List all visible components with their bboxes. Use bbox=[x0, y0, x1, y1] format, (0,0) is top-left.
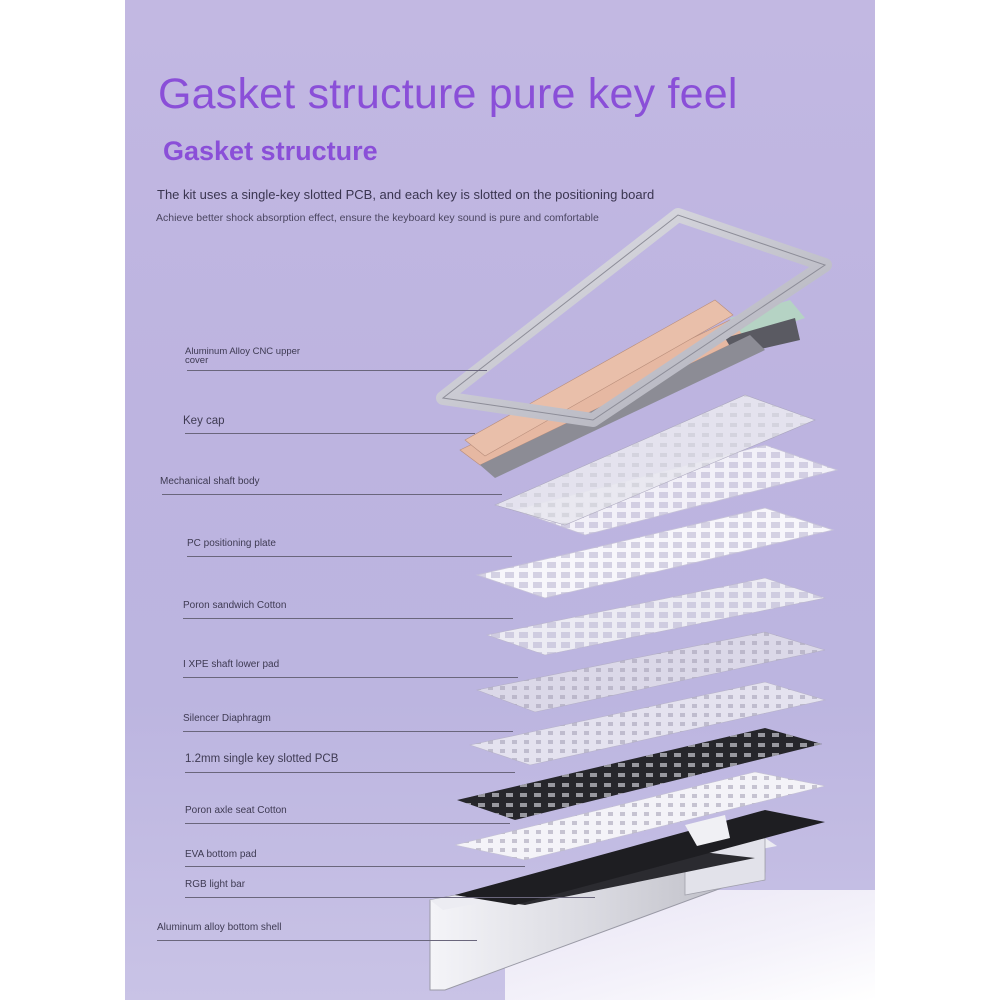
leader-line-mechanical-shaft bbox=[162, 494, 502, 495]
label-key-cap: Key cap bbox=[183, 415, 225, 427]
label-poron-axle-seat: Poron axle seat Cotton bbox=[185, 805, 287, 816]
upper-cover-frame-layer bbox=[436, 208, 832, 427]
leader-line-key-cap bbox=[185, 433, 475, 434]
label-pcb: 1.2mm single key slotted PCB bbox=[185, 753, 339, 765]
product-poster: Gasket structure pure key feel Gasket st… bbox=[125, 0, 875, 1000]
label-rgb-light-bar: RGB light bar bbox=[185, 879, 246, 890]
leader-line-xpe-pad bbox=[183, 677, 518, 678]
label-xpe-pad: I XPE shaft lower pad bbox=[183, 659, 280, 670]
leader-line-bottom-shell bbox=[157, 940, 477, 941]
subheadline: Gasket structure bbox=[163, 136, 378, 166]
leader-line-rgb-light-bar bbox=[185, 897, 595, 898]
leader-line-upper-cover bbox=[187, 370, 487, 371]
poron-axle-seat-layer bbox=[455, 810, 825, 905]
leader-line-pc-plate bbox=[187, 556, 512, 557]
headline: Gasket structure pure key feel bbox=[158, 70, 738, 118]
leader-line-eva-bottom-pad bbox=[185, 866, 525, 867]
description-line-2: Achieve better shock absorption effect, … bbox=[156, 212, 599, 224]
label-upper-cover: Aluminum Alloy CNC upper cover bbox=[185, 346, 301, 366]
leader-line-silencer-diaphragm bbox=[183, 731, 513, 732]
leader-line-poron-axle-seat bbox=[185, 823, 510, 824]
leader-line-poron-sandwich bbox=[183, 618, 513, 619]
label-eva-bottom-pad: EVA bottom pad bbox=[185, 849, 257, 860]
leader-line-pcb bbox=[185, 772, 515, 773]
label-silencer-diaphragm: Silencer Diaphragm bbox=[183, 713, 271, 724]
mechanical-switches-layer bbox=[494, 394, 816, 526]
exploded-keyboard-illustration bbox=[429, 208, 839, 991]
label-bottom-shell: Aluminum alloy bottom shell bbox=[157, 922, 282, 933]
description-line-1: The kit uses a single-key slotted PCB, a… bbox=[157, 187, 655, 202]
label-mechanical-shaft: Mechanical shaft body bbox=[160, 476, 260, 487]
label-poron-sandwich: Poron sandwich Cotton bbox=[183, 600, 287, 611]
label-pc-plate: PC positioning plate bbox=[187, 538, 276, 549]
